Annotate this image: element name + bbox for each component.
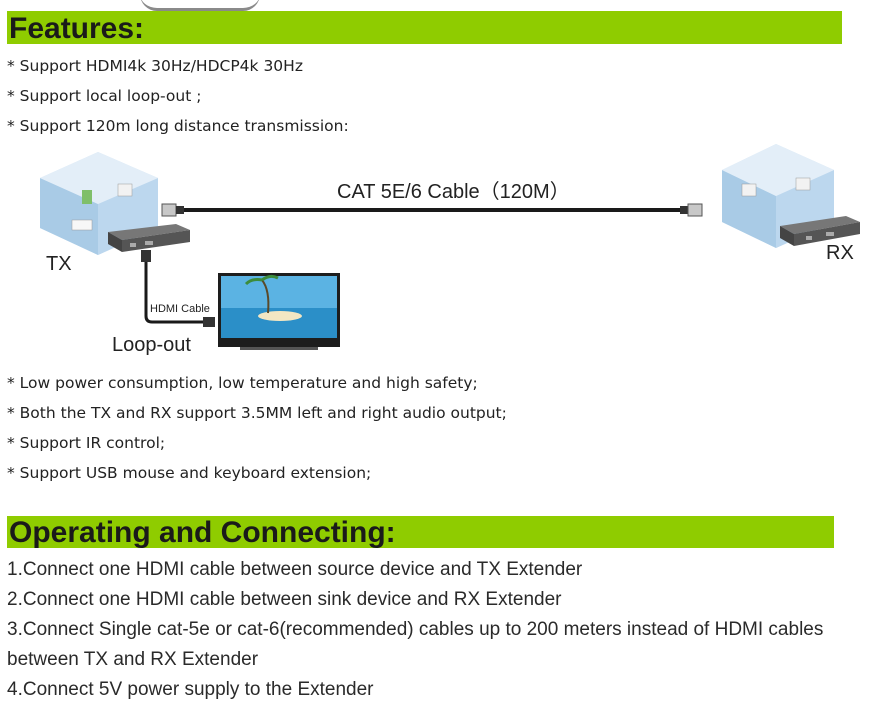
feature-item: * Support 120m long distance transmissio… <box>7 117 349 135</box>
features-title: Features: <box>9 12 145 45</box>
operating-step: 2.Connect one HDMI cable between sink de… <box>7 589 562 610</box>
hdmi-cable-label: HDMI Cable <box>150 303 210 315</box>
operating-step: between TX and RX Extender <box>7 649 259 670</box>
operating-title: Operating and Connecting: <box>9 516 396 549</box>
operating-step: 4.Connect 5V power supply to the Extende… <box>7 679 374 700</box>
feature-item: * Support local loop-out ; <box>7 87 202 105</box>
operating-step: 1.Connect one HDMI cable between source … <box>7 559 583 580</box>
decorative-arc <box>140 0 260 11</box>
operating-header-band: Operating and Connecting: <box>7 516 834 548</box>
feature-item: * Support IR control; <box>7 434 166 452</box>
features-header-band: Features: <box>7 11 842 44</box>
tx-label: TX <box>46 253 72 275</box>
feature-item: * Low power consumption, low temperature… <box>7 374 478 392</box>
rx-label: RX <box>826 242 854 264</box>
feature-item: * Support USB mouse and keyboard extensi… <box>7 464 372 482</box>
feature-item: * Both the TX and RX support 3.5MM left … <box>7 404 507 422</box>
feature-item: * Support HDMI4k 30Hz/HDCP4k 30Hz <box>7 57 303 75</box>
rx-extender-device <box>780 216 860 246</box>
hdmi-cable <box>141 250 215 327</box>
loop-out-label: Loop-out <box>112 334 191 356</box>
tv-monitor <box>218 273 340 350</box>
cable-label: CAT 5E/6 Cable（120M） <box>337 180 570 203</box>
operating-step: 3.Connect Single cat-5e or cat-6(recomme… <box>7 619 824 640</box>
tx-extender-device <box>108 224 190 252</box>
cat-cable <box>161 203 703 217</box>
tx-room-illustration <box>40 152 158 255</box>
connection-diagram: CAT 5E/6 Cable（120M） TX RX HDMI Cable Lo… <box>40 144 860 356</box>
